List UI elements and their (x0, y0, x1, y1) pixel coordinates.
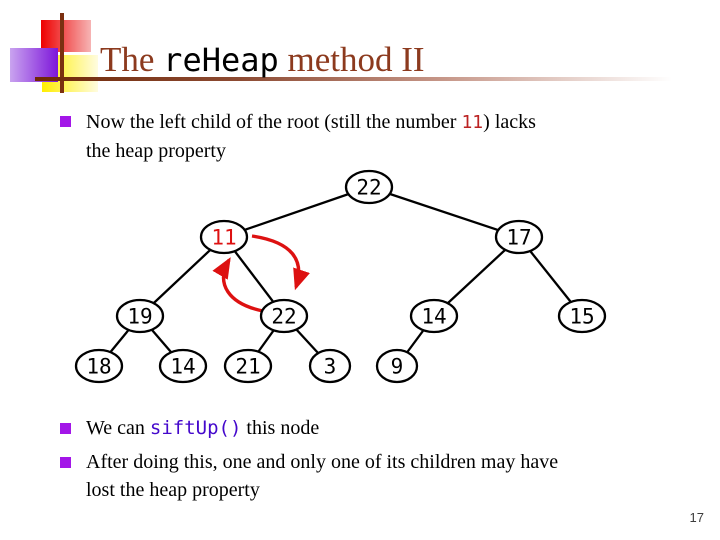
swap-down-arrow (251, 234, 310, 291)
tree-node-label-21: 21 (235, 355, 260, 379)
title-suffix: method II (278, 40, 425, 79)
tree-node-label-3: 3 (324, 355, 337, 379)
tree-node-label-19: 19 (127, 305, 152, 329)
tree-edge (139, 315, 184, 367)
tree-edges (98, 185, 583, 367)
swap-up-arrow (212, 257, 264, 313)
bullet-3-line-1: After doing this, one and only one of it… (86, 451, 559, 473)
tree-node-ellipse-14 (409, 298, 459, 334)
tree-node-ellipse-14 (158, 348, 208, 384)
tree-node-label-9: 9 (391, 355, 404, 379)
title-underline (35, 77, 720, 81)
title-code-word: reHeap (163, 41, 279, 79)
tree-edge (283, 315, 331, 367)
tree-edge (396, 315, 435, 367)
tree-edge (247, 315, 285, 367)
tree-node-label-14: 14 (421, 305, 446, 329)
tree-node-ellipse-19 (115, 298, 165, 334)
tree-node-label-14: 14 (170, 355, 195, 379)
bullet-square-1 (60, 116, 71, 127)
tree-nodes: 22 11 17 19 22 14 15 18 14 21 3 9 (74, 169, 607, 384)
tree-node-label-15: 15 (569, 305, 594, 329)
tree-node-ellipse-3 (308, 348, 352, 384)
tree-node-ellipse-9 (375, 348, 419, 384)
tree-node-label-18: 18 (86, 355, 111, 379)
bullet-2-text: We can (86, 417, 150, 439)
bullet-1-line-2: the heap property (86, 140, 226, 162)
tree-edge (223, 236, 285, 317)
logo-vertical-line (60, 13, 64, 93)
page-number: 17 (689, 510, 704, 525)
bullet-3: After doing this, one and only one of it… (86, 448, 558, 504)
tree-edge (98, 315, 141, 367)
tree-node-ellipse-21 (223, 348, 273, 384)
logo-red-square (41, 20, 91, 52)
bullet-square-2 (60, 423, 71, 434)
tree-node-ellipse-15 (557, 298, 607, 334)
bullet-square-3 (60, 457, 71, 468)
tree-node-label-11: 11 (211, 226, 236, 250)
tree-edge (518, 236, 583, 317)
bullet-2: We can siftUp() this node (86, 414, 319, 442)
logo-purple-square (10, 48, 58, 82)
page-title: The reHeap method II (100, 42, 425, 77)
tree-node-ellipse-18 (74, 348, 124, 384)
title-prefix: The (100, 40, 164, 79)
tree-edge (223, 185, 370, 239)
tree-edge (433, 236, 520, 317)
bullet-2-text-end: this node (241, 417, 320, 439)
bullet-1: Now the left child of the root (still th… (86, 108, 536, 165)
bullet-1-code-11: 11 (461, 112, 484, 133)
tree-node-ellipse-17 (494, 219, 544, 255)
tree-node-label-22: 22 (356, 176, 381, 200)
bullet-1-text: Now the left child of the root (still th… (86, 111, 462, 133)
tree-node-label-17: 17 (506, 226, 531, 250)
tree-edge (139, 236, 225, 317)
tree-node-label-22: 22 (271, 305, 296, 329)
tree-node-ellipse-11 (199, 219, 249, 255)
tree-edge (368, 185, 520, 239)
tree-node-ellipse-22 (259, 298, 309, 334)
swap-arrows (212, 234, 310, 313)
bullet-2-code-siftup: siftUp() (149, 417, 242, 439)
tree-node-ellipse-22 (344, 169, 394, 205)
bullet-3-line-2: lost the heap property (86, 479, 260, 501)
bullet-1-text-end: ) lacks (483, 111, 536, 133)
